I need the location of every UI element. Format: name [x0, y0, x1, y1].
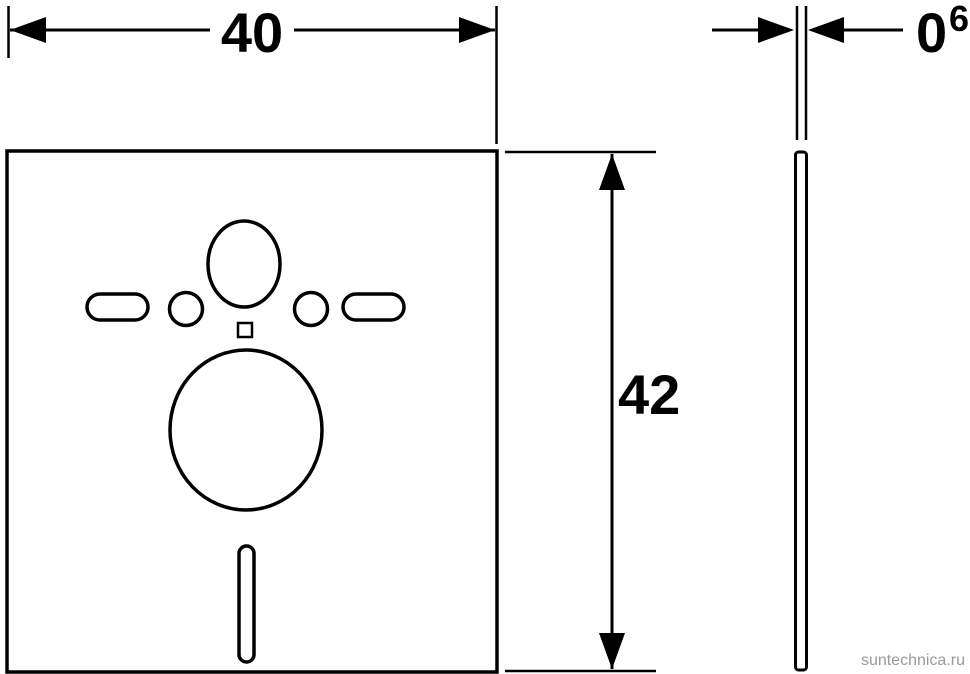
right-slot-cutout: [341, 292, 406, 322]
pad-side-profile: [794, 150, 808, 672]
left-slot-cutout: [85, 292, 150, 322]
width-arrow-right-icon: [459, 17, 495, 43]
front-view: [5, 149, 499, 674]
bottom-vertical-slot-cutout: [237, 544, 256, 664]
thickness-arrow-left-icon: [808, 17, 844, 43]
right-hole-cutout: [292, 290, 330, 328]
height-arrow-down-icon: [599, 633, 625, 669]
height-dimension-label: 42: [618, 363, 680, 426]
width-dimension-label: 40: [221, 1, 283, 64]
width-arrow-left-icon: [10, 17, 46, 43]
height-dimension: 42: [505, 150, 680, 673]
left-hole-cutout: [167, 290, 205, 328]
height-arrow-up-icon: [599, 154, 625, 190]
thickness-dimension: 0 6: [712, 0, 969, 140]
watermark-text: suntechnica.ru: [860, 652, 965, 669]
thickness-dimension-superscript: 6: [949, 0, 969, 39]
width-label-mask: [210, 3, 294, 58]
top-oval-cutout: [206, 219, 282, 309]
thickness-arrow-right-icon: [758, 17, 794, 43]
thickness-dimension-label: 0: [916, 1, 947, 64]
center-square-cutout: [236, 321, 254, 339]
large-circle-cutout: [168, 348, 324, 512]
side-view: [794, 150, 808, 672]
pad-outline: [5, 149, 499, 674]
width-dimension: 40: [7, 1, 498, 144]
